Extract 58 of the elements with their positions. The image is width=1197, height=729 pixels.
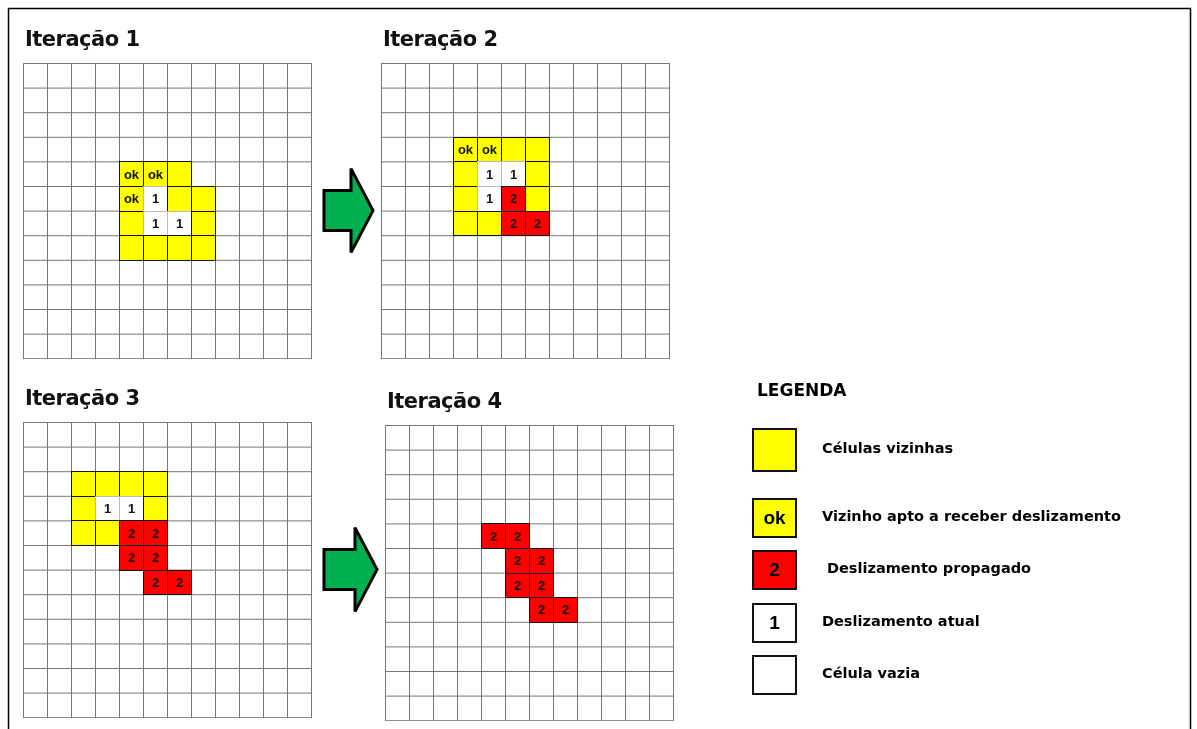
neighbor-cell <box>71 471 96 497</box>
swatch-label: 2 <box>769 559 780 581</box>
propagated-cell: 2 <box>143 520 168 546</box>
current-cell: 1 <box>143 186 168 212</box>
neighbor-cell: ok <box>119 186 144 212</box>
neighbor-cell <box>95 520 120 546</box>
propagated-cell: 2 <box>167 569 192 596</box>
propagated-cell: 2 <box>525 210 550 237</box>
legend-title: LEGENDA <box>757 380 847 400</box>
iteration-heading: Iteração 4 <box>387 388 502 415</box>
neighbor-cell <box>143 495 168 522</box>
iteration-heading: Iteração 2 <box>383 26 498 53</box>
neighbor-cell: ok <box>143 161 168 187</box>
legend-label: Deslizamento propagado <box>827 560 1032 576</box>
iteration-heading: Iteração 3 <box>25 385 140 412</box>
arrow <box>322 167 375 255</box>
neighbor-cell: ok <box>477 136 502 163</box>
swatch-label: 1 <box>769 612 780 634</box>
arrow <box>322 526 379 614</box>
propagated-cell: 2 <box>529 597 554 623</box>
neighbor-cell <box>119 235 144 261</box>
neighbor-cell <box>191 186 216 212</box>
neighbor-cell <box>453 161 478 187</box>
propagated-cell: 2 <box>119 520 144 546</box>
legend-label: Célula vazia <box>822 665 920 681</box>
propagated-cell: 2 <box>529 572 554 599</box>
propagated-cell: 2 <box>143 545 168 571</box>
propagated-cell: 2 <box>505 548 530 574</box>
legend-label: Células vizinhas <box>822 440 954 456</box>
neighbor-cell <box>143 235 168 261</box>
propagated-cell: 2 <box>119 545 144 571</box>
neighbor-cell: ok <box>119 161 144 187</box>
neighbor-cell <box>191 235 216 261</box>
neighbor-cell <box>71 520 96 546</box>
neighbor-cell <box>501 136 526 163</box>
neighbor-cell <box>525 186 550 212</box>
neighbor-cell <box>191 210 216 237</box>
neighbor-cell <box>95 471 120 497</box>
current-cell: 1 <box>477 186 502 212</box>
neighbor-cell <box>119 471 144 497</box>
neighbor-cell <box>167 186 192 212</box>
iteration-heading: Iteração 1 <box>25 26 140 53</box>
neighbor-cell <box>143 471 168 497</box>
neighbor-cell <box>453 186 478 212</box>
legend-label: Vizinho apto a receber deslizamento <box>822 508 1121 524</box>
current-cell: 1 <box>477 161 502 187</box>
neighbor-cell <box>525 136 550 163</box>
neighbor-cell: ok <box>453 136 478 163</box>
propagated-cell: 2 <box>505 523 530 549</box>
neighbor-cell <box>167 235 192 261</box>
neighbor-cell <box>525 161 550 187</box>
legend-label: Deslizamento atual <box>822 613 980 629</box>
propagated-cell: 2 <box>529 548 554 574</box>
propagated-cell: 2 <box>501 186 526 212</box>
swatch-label: ok <box>763 507 786 529</box>
neighbor-cell <box>167 161 192 187</box>
propagated-cell: 2 <box>481 523 506 549</box>
propagated-cell: 2 <box>553 597 578 623</box>
